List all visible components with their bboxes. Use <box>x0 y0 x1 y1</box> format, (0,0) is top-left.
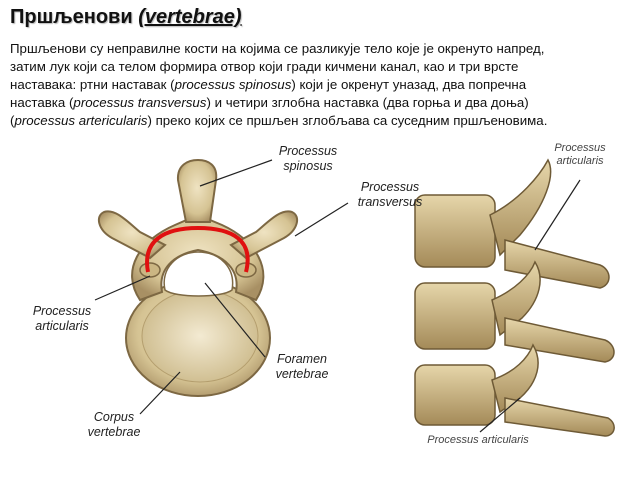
lateral-vertebra <box>414 343 615 437</box>
term-artericularis: processus artericularis <box>14 113 148 128</box>
label-processus-articularis-bottom: Processus articularis <box>427 434 529 446</box>
lateral-vertebra <box>414 260 615 363</box>
title-prefix: Пршљенови <box>10 6 139 28</box>
page-title: Пршљенови (vertebrae) <box>10 6 242 29</box>
paragraph-line: наставка (processus transversus) и четир… <box>10 95 529 110</box>
vertebral-column-lateral-view <box>414 158 615 437</box>
label-corpus-vertebrae: Corpus vertebrae <box>87 410 141 439</box>
term-transversus: processus transversus <box>73 95 207 110</box>
leader-line-transversus <box>294 202 349 237</box>
label-processus-articularis-left: Processus articularis <box>32 304 92 333</box>
title-latin: (vertebrae) <box>138 6 242 28</box>
lateral-vertebra <box>414 158 610 289</box>
leader-line-articularis-top <box>534 179 581 251</box>
label-foramen-vertebrae: Foramen vertebrae <box>275 352 329 381</box>
paragraph-line: наставака: ртни наставак (processus spin… <box>10 77 527 92</box>
leader-line-corpus <box>139 371 181 415</box>
paragraph-line: затим лук који са телом формира отвор ко… <box>10 59 519 74</box>
spinous-process <box>176 158 218 223</box>
leader-lines-right <box>479 179 581 433</box>
vertebral-foramen <box>163 251 234 297</box>
articular-process-left <box>139 262 161 278</box>
description-paragraph: Пршљенови су неправилне кости на којима … <box>10 40 630 130</box>
label-processus-transversus: Processus transversus <box>357 180 423 209</box>
leader-line-articularis-bottom <box>479 397 521 433</box>
highlight-arch <box>145 225 250 273</box>
term-spinosus: processus spinosus <box>174 77 292 92</box>
paragraph-line: Пршљенови су неправилне кости на којима … <box>10 41 545 56</box>
spongy-bone <box>141 289 259 383</box>
leader-line-articularis-left <box>94 275 151 301</box>
paragraph-line: (processus artericularis) преко којих се… <box>10 113 548 128</box>
leader-lines-left <box>94 159 349 415</box>
label-processus-spinosus: Processus spinosus <box>278 144 338 173</box>
leader-line-foramen <box>204 282 266 358</box>
transverse-process-right <box>229 210 299 260</box>
transverse-process-left <box>97 210 167 260</box>
leader-line-spinosus <box>199 159 273 187</box>
label-processus-articularis-top: Processus articularis <box>554 142 606 167</box>
